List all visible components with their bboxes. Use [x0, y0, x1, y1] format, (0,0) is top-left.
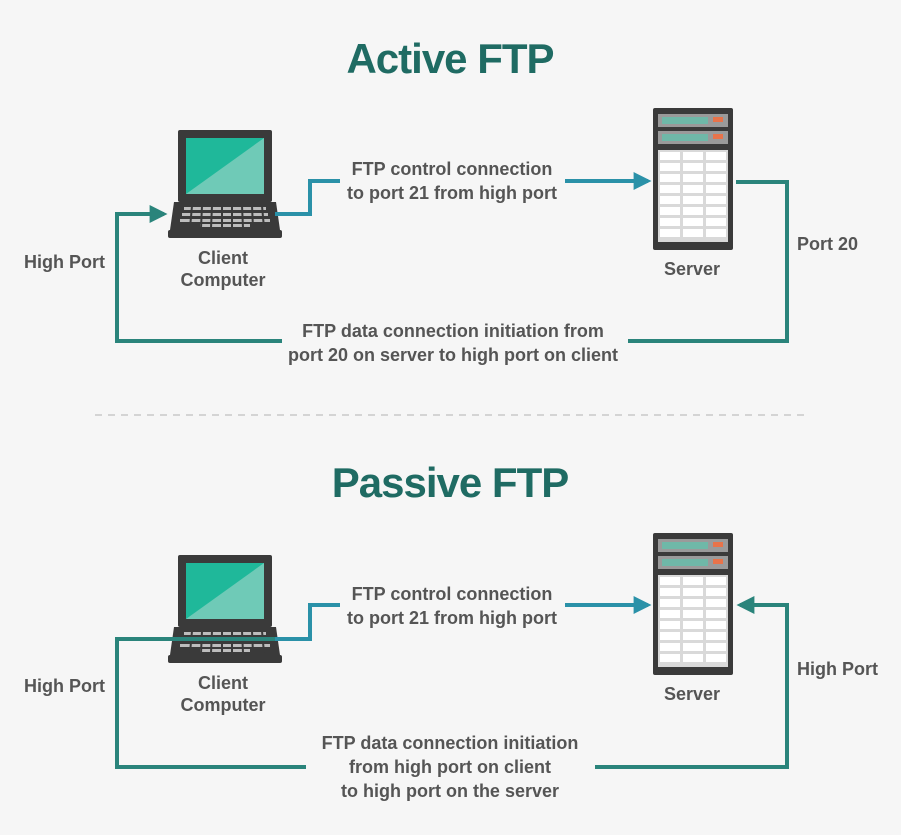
passive-ftp-section: Passive FTP Client Computer Server FTP c…	[24, 459, 878, 801]
control-label-line2: to port 21 from high port	[347, 608, 557, 628]
data-label-line3: to high port on the server	[341, 781, 559, 801]
control-label-line2: to port 21 from high port	[347, 183, 557, 203]
client-label-line2: Computer	[181, 695, 266, 715]
server-label: Server	[664, 684, 720, 704]
right-port-label: High Port	[797, 659, 878, 679]
server-label: Server	[664, 259, 720, 279]
active-ftp-title: Active FTP	[346, 35, 553, 82]
left-port-label: High Port	[24, 676, 105, 696]
client-label-line1: Client	[198, 248, 248, 268]
active-ftp-section: Active FTP Client Computer Server FTP co…	[24, 35, 858, 365]
data-connection-line-left	[115, 637, 306, 769]
left-port-label: High Port	[24, 252, 105, 272]
server-icon	[653, 533, 733, 675]
data-label-line1: FTP data connection initiation	[322, 733, 579, 753]
right-port-label: Port 20	[797, 234, 858, 254]
client-computer-icon	[167, 554, 283, 664]
control-connection-line	[275, 603, 340, 641]
control-label-line1: FTP control connection	[352, 584, 553, 604]
passive-ftp-title: Passive FTP	[332, 459, 568, 506]
client-label-line1: Client	[198, 673, 248, 693]
client-label-line2: Computer	[181, 270, 266, 290]
control-label-line1: FTP control connection	[352, 159, 553, 179]
data-label-line2: from high port on client	[349, 757, 551, 777]
control-connection-line	[275, 179, 340, 216]
data-label-line2: port 20 on server to high port on client	[288, 345, 618, 365]
client-computer-icon	[167, 129, 283, 239]
server-icon	[653, 108, 733, 250]
data-connection-line-left	[115, 205, 282, 343]
data-label-line1: FTP data connection initiation from	[302, 321, 604, 341]
data-connection-line-right	[628, 180, 789, 343]
data-connection-line-right	[595, 596, 789, 769]
